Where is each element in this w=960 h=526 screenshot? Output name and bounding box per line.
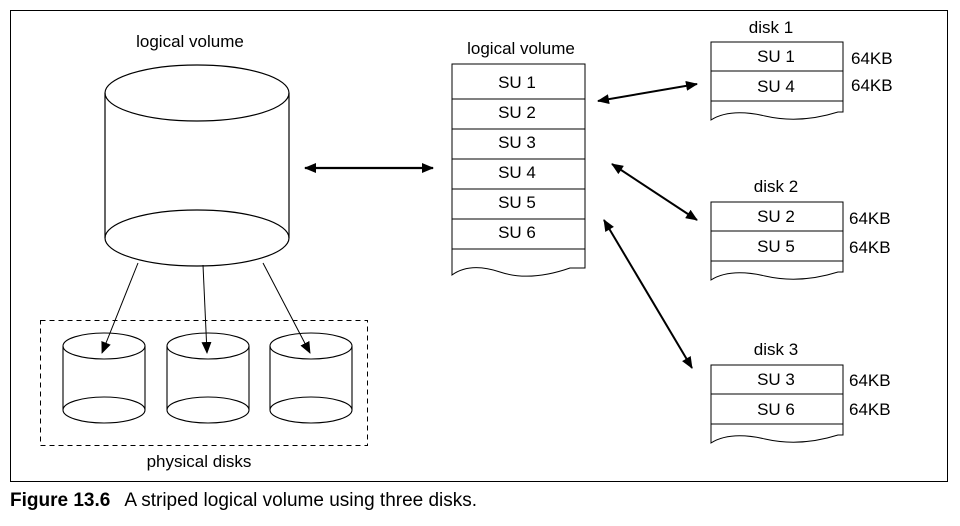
disk-3-unit-1: SU 3 — [757, 370, 795, 389]
diagram-frame — [10, 10, 948, 482]
arrow-stripes-to-disk-2 — [611, 163, 698, 221]
physical-disk-3 — [269, 332, 353, 424]
stripe-su-6: SU 6 — [498, 223, 536, 242]
figure-number: Figure 13.6 — [10, 490, 111, 511]
disk-2-stack — [710, 201, 844, 281]
arrow-volume-to-disk-3 — [262, 262, 311, 354]
physical-disks-group — [40, 320, 368, 446]
disk-2-label: disk 2 — [754, 177, 798, 196]
stripe-su-4: SU 4 — [498, 163, 536, 182]
disk-1-stack — [710, 41, 844, 121]
disk-3-label: disk 3 — [754, 340, 798, 359]
middle-volume-label: logical volume — [467, 39, 575, 58]
arrow-volume-to-disk-1 — [101, 262, 139, 354]
disk-1-unit-1: SU 1 — [757, 47, 795, 66]
physical-disks-label: physical disks — [147, 452, 252, 471]
physical-disk-2 — [166, 332, 250, 424]
disk-2-unit-2: SU 5 — [757, 237, 795, 256]
disk-1-size-1: 64KB — [851, 49, 893, 68]
figure-caption: Figure 13.6 A striped logical volume usin… — [10, 490, 477, 512]
physical-disk-1 — [62, 332, 146, 424]
left-volume-label: logical volume — [136, 32, 244, 51]
disk-3-stack — [710, 364, 844, 444]
stripe-su-3: SU 3 — [498, 133, 536, 152]
arrow-stripes-to-disk-1 — [597, 80, 698, 105]
disk-1-unit-2: SU 4 — [757, 77, 795, 96]
disk-3-size-1: 64KB — [849, 371, 891, 390]
stripe-su-5: SU 5 — [498, 193, 536, 212]
disk-2-size-2: 64KB — [849, 238, 891, 257]
figure-caption-text: A striped logical volume using three dis… — [124, 490, 478, 511]
disk-2-unit-1: SU 2 — [757, 207, 795, 226]
disk-1-size-2: 64KB — [851, 76, 893, 95]
logical-volume-cylinder — [104, 64, 290, 267]
stripe-su-1: SU 1 — [498, 73, 536, 92]
arrow-stripes-to-disk-3 — [603, 219, 693, 369]
stripe-su-2: SU 2 — [498, 103, 536, 122]
arrow-volume-to-disk-2 — [201, 264, 212, 354]
disk-1-label: disk 1 — [749, 18, 793, 37]
disk-3-unit-2: SU 6 — [757, 400, 795, 419]
disk-3-size-2: 64KB — [849, 400, 891, 419]
stripe-list — [451, 63, 586, 277]
disk-2-size-1: 64KB — [849, 209, 891, 228]
